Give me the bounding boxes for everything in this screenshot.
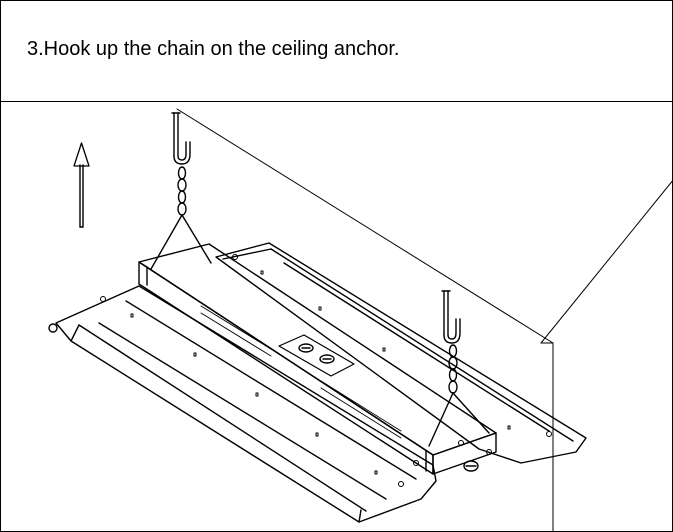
high-bay-light-hanging-icon [48, 108, 672, 531]
fixture-back-panel [215, 242, 587, 464]
fixture-front-panel [48, 285, 437, 523]
fixture-driver-housing [138, 243, 497, 475]
installation-illustration [1, 102, 672, 531]
up-arrow-icon [73, 142, 90, 228]
fixture-screws [100, 254, 552, 487]
ceiling-wall-lines [176, 108, 672, 531]
step-instruction-text: 3.Hook up the chain on the ceiling ancho… [27, 38, 400, 60]
left-chain-hook [150, 112, 212, 270]
right-chain-hook [428, 290, 490, 447]
step-header: 3.Hook up the chain on the ceiling ancho… [1, 1, 672, 102]
